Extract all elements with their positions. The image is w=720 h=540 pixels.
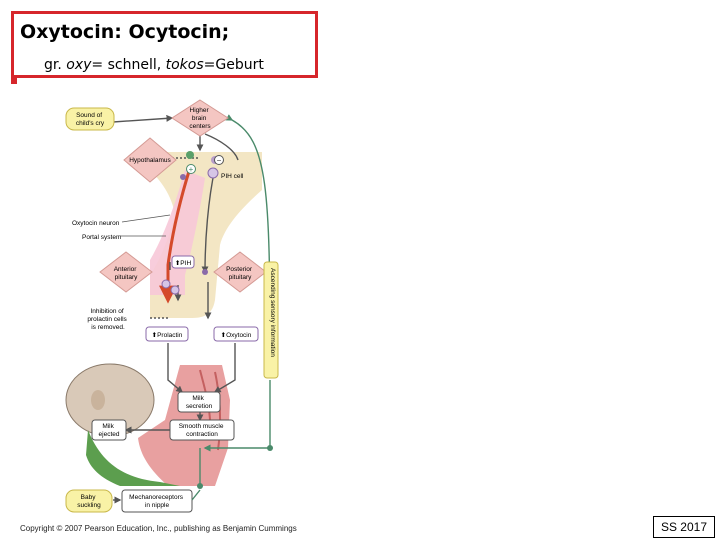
portal-system-label: Portal system bbox=[82, 234, 121, 241]
oxytocin-neuron-label: Oxytocin neuron bbox=[72, 220, 120, 227]
posterior-line-2: pituitary bbox=[229, 274, 253, 281]
subtitle-term-oxy: oxy bbox=[66, 57, 92, 73]
oxytocin-reflex-diagram: + − Sound of child's cry Higher brain ce… bbox=[65, 99, 279, 513]
baby-suckling-label: Baby suckling bbox=[77, 494, 101, 509]
posterior-pituitary-diamond bbox=[213, 251, 267, 293]
baby-line-2: suckling bbox=[77, 502, 101, 509]
milk-secretion-label: Milk secretion bbox=[186, 395, 213, 410]
figure-copyright: Copyright © 2007 Pearson Education, Inc.… bbox=[20, 524, 297, 533]
pih-box bbox=[171, 255, 195, 269]
prolactin-label: ⬆Prolactin bbox=[152, 331, 183, 339]
baby-blanket bbox=[86, 430, 180, 486]
higher-label: Higher brain centers bbox=[189, 107, 211, 130]
sound-label: Sound of child's cry bbox=[76, 112, 105, 127]
pih-cell-dot bbox=[207, 167, 219, 179]
hypothalamus-label: Hypothalamus bbox=[129, 157, 171, 164]
milk-ejected-line-2: ejected bbox=[99, 431, 120, 438]
plus-symbol bbox=[186, 164, 196, 174]
anterior-line-1: Anterior bbox=[114, 266, 138, 273]
subtitle-term-tokos: tokos bbox=[165, 57, 204, 73]
smooth-muscle-line-1: Smooth muscle bbox=[179, 423, 224, 430]
oxytocin-box bbox=[213, 326, 259, 342]
mechano-line-2: in nipple bbox=[145, 502, 170, 509]
sound-line-2: child's cry bbox=[76, 120, 105, 127]
oxytocin-label: ⬆Oxytocin bbox=[221, 331, 252, 339]
title-corner-mark bbox=[11, 78, 17, 84]
ascending-box bbox=[263, 261, 279, 379]
anterior-pituitary-diamond bbox=[99, 251, 153, 293]
neuron-body-green bbox=[186, 151, 194, 159]
sound-box bbox=[65, 107, 115, 131]
higher-brain-diamond bbox=[171, 99, 229, 137]
inhibition-label: Inhibition of prolactin cells is removed… bbox=[87, 308, 128, 331]
higher-line-3: centers bbox=[189, 123, 211, 130]
higher-line-2: brain bbox=[192, 115, 207, 122]
sound-line-1: Sound of bbox=[76, 112, 102, 119]
slide-subtitle: gr. oxy= schnell, tokos=Geburt bbox=[44, 57, 264, 73]
prolactin-text: Prolactin bbox=[157, 332, 183, 339]
plus-label: + bbox=[189, 165, 194, 174]
pih-label: ⬆PIH bbox=[175, 259, 192, 267]
milk-ejected-label: Milk ejected bbox=[99, 423, 120, 438]
pituitary-dot-1 bbox=[161, 279, 171, 289]
oxytocin-text: Oxytocin bbox=[226, 332, 252, 339]
milk-ejected-box bbox=[91, 419, 127, 441]
minus-label: − bbox=[217, 156, 222, 165]
anterior-line-2: pituitary bbox=[115, 274, 139, 281]
baby-suckling-box bbox=[65, 489, 113, 513]
neuron-terminal-1 bbox=[180, 174, 186, 180]
anterior-label: Anterior pituitary bbox=[114, 266, 139, 281]
prolactin-box bbox=[145, 326, 189, 342]
baby-ear bbox=[91, 390, 105, 410]
ascending-label: Ascending sensory information bbox=[269, 268, 276, 357]
hypothalamus-diamond bbox=[123, 137, 177, 183]
mechano-line-1: Mechanoreceptors bbox=[129, 494, 184, 501]
nipple-receptor bbox=[197, 483, 203, 489]
slide-title: Oxytocin: Ocytocin; bbox=[20, 21, 230, 43]
milk-secretion-line-2: secretion bbox=[186, 403, 213, 410]
oxytocin-neuron-leader bbox=[121, 214, 171, 223]
pituitary-dot-2 bbox=[170, 285, 180, 295]
posterior-line-1: Posterior bbox=[226, 266, 253, 273]
inhibition-line-2: prolactin cells bbox=[87, 316, 127, 323]
subtitle-suffix: =Geburt bbox=[203, 57, 264, 73]
subtitle-prefix: gr. bbox=[44, 57, 67, 73]
mechano-to-nipple-arrow bbox=[191, 489, 201, 501]
smooth-muscle-box bbox=[169, 419, 235, 441]
title-box: Oxytocin: Ocytocin; gr. oxy= schnell, to… bbox=[11, 11, 318, 78]
baby-line-1: Baby bbox=[81, 494, 97, 501]
milk-secretion-box bbox=[177, 391, 221, 413]
smooth-muscle-line-2: contraction bbox=[186, 431, 218, 438]
higher-line-1: Higher bbox=[190, 107, 210, 114]
posterior-terminal bbox=[202, 269, 208, 275]
minus-symbol bbox=[214, 155, 224, 165]
smooth-muscle-label: Smooth muscle contraction bbox=[179, 423, 226, 438]
pih-text: PIH bbox=[180, 260, 191, 267]
inhibition-line-1: Inhibition of bbox=[90, 308, 123, 315]
subtitle-mid: = schnell, bbox=[91, 57, 166, 73]
mechanoreceptors-box bbox=[121, 489, 193, 513]
mechanoreceptors-label: Mechanoreceptors in nipple bbox=[129, 494, 185, 509]
milk-ejected-line-1: Milk bbox=[102, 423, 114, 430]
posterior-label: Posterior pituitary bbox=[226, 266, 254, 281]
pink-pathway bbox=[150, 170, 205, 295]
pih-cell-label: PIH cell bbox=[221, 173, 244, 180]
footer-stamp: SS 2017 bbox=[653, 516, 715, 538]
milk-secretion-line-1: Milk bbox=[192, 395, 204, 402]
inhibition-line-3: is removed. bbox=[91, 324, 125, 331]
junction-dot bbox=[267, 445, 273, 451]
